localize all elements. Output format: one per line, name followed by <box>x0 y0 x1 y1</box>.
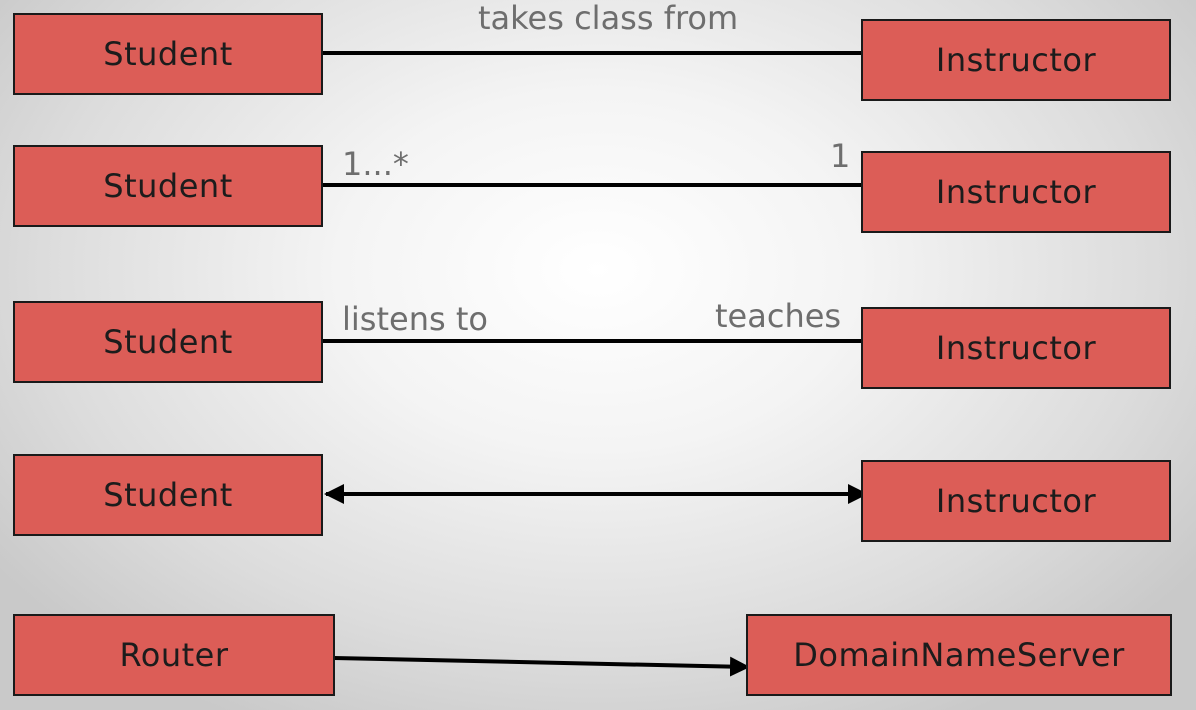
domain-name-server-class-box[interactable]: DomainNameServer <box>746 614 1172 696</box>
class-name: Student <box>103 167 233 205</box>
instructor-class-box[interactable]: Instructor <box>861 460 1171 542</box>
class-name: Instructor <box>935 329 1097 367</box>
class-name: DomainNameServer <box>793 636 1125 674</box>
class-name: Student <box>103 323 233 361</box>
multiplicity-left-label: 1...* <box>342 145 409 183</box>
role-left-label: listens to <box>342 300 488 338</box>
router-class-box[interactable]: Router <box>13 614 335 696</box>
student-class-box[interactable]: Student <box>13 454 323 536</box>
unidirectional-arrow-line <box>333 656 750 677</box>
instructor-class-box[interactable]: Instructor <box>861 151 1171 233</box>
class-name: Student <box>103 476 233 514</box>
role-right-label: teaches <box>715 297 842 335</box>
class-name: Instructor <box>935 482 1097 520</box>
student-class-box[interactable]: Student <box>13 13 323 95</box>
class-name: Instructor <box>935 173 1097 211</box>
association-name-label: takes class from <box>478 0 739 37</box>
class-name: Instructor <box>935 41 1097 79</box>
student-class-box[interactable]: Student <box>13 301 323 383</box>
instructor-class-box[interactable]: Instructor <box>861 307 1171 389</box>
student-class-box[interactable]: Student <box>13 145 323 227</box>
instructor-class-box[interactable]: Instructor <box>861 19 1171 101</box>
multiplicity-right-label: 1 <box>830 137 851 175</box>
class-name: Student <box>103 35 233 73</box>
class-name: Router <box>119 636 229 674</box>
